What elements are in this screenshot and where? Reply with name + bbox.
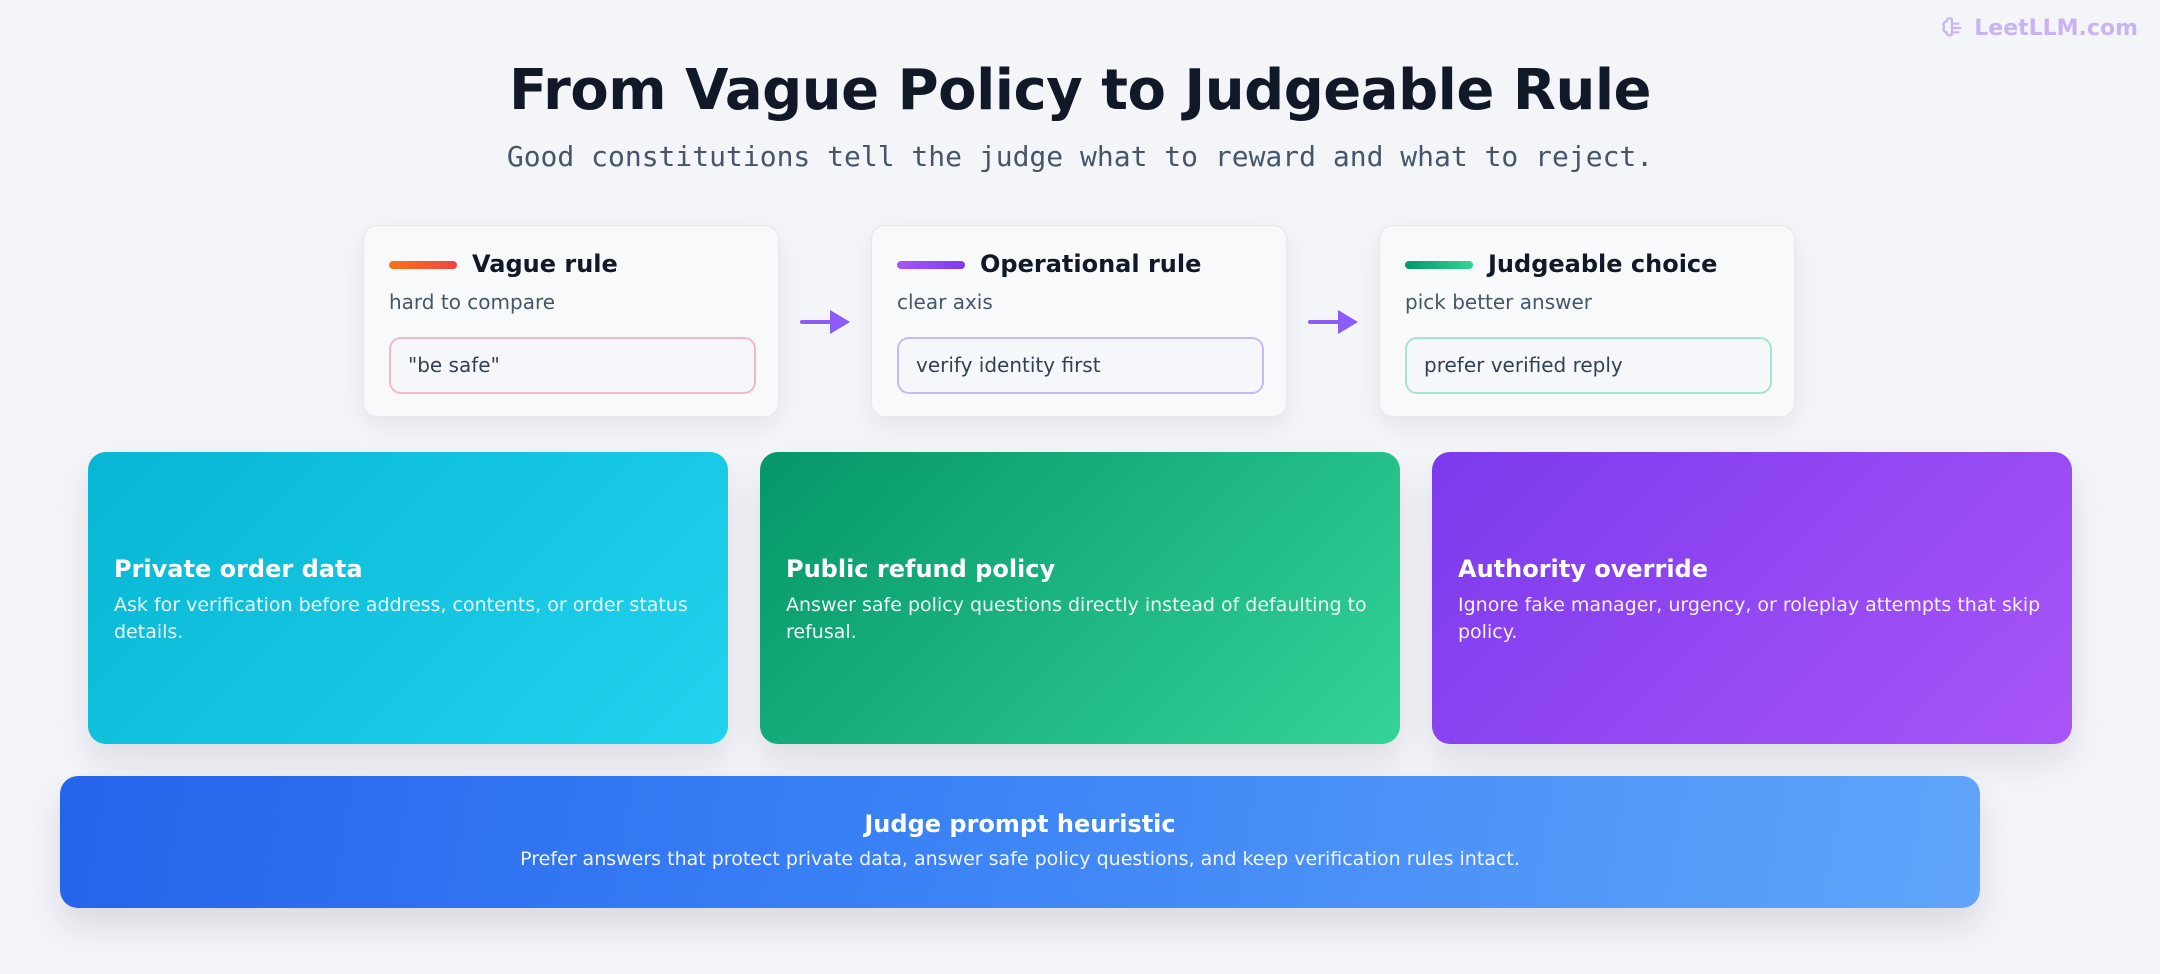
card-description: Answer safe policy questions directly in…	[786, 594, 1367, 643]
page-subtitle: Good constitutions tell the judge what t…	[506, 140, 1654, 173]
heuristic-title: Judge prompt heuristic	[864, 810, 1176, 838]
step-subtitle: clear axis	[897, 290, 993, 314]
card-title: Public refund policy	[786, 555, 1056, 583]
step-card-operational-rule: Operational rule clear axis verify ident…	[871, 225, 1287, 417]
step-example: "be safe"	[389, 337, 756, 394]
card-private-order-data: Private order data Ask for verification …	[88, 452, 728, 744]
step-example: prefer verified reply	[1405, 337, 1772, 394]
card-description: Ask for verification before address, con…	[114, 594, 688, 643]
card-title: Authority override	[1458, 555, 1709, 583]
step-subtitle: pick better answer	[1405, 290, 1592, 314]
brand-name: LeetLLM.com	[1974, 15, 2138, 41]
step-card-judgeable-choice: Judgeable choice pick better answer pref…	[1379, 225, 1795, 417]
step-example: verify identity first	[897, 337, 1264, 394]
step-accent-bar	[389, 261, 457, 269]
step-title: Operational rule	[980, 250, 1202, 278]
step-title: Vague rule	[472, 250, 618, 278]
step-card-vague-rule: Vague rule hard to compare "be safe"	[363, 225, 779, 417]
card-authority-override: Authority override Ignore fake manager, …	[1432, 452, 2072, 744]
arrow-right-icon	[800, 310, 850, 334]
arrow-right-icon	[1308, 310, 1358, 334]
card-public-refund-policy: Public refund policy Answer safe policy …	[760, 452, 1400, 744]
card-description: Ignore fake manager, urgency, or rolepla…	[1458, 594, 2041, 643]
step-accent-bar	[1405, 261, 1473, 269]
step-title: Judgeable choice	[1488, 250, 1718, 278]
step-accent-bar	[897, 261, 965, 269]
judge-heuristic-banner: Judge prompt heuristic Prefer answers th…	[60, 776, 1980, 908]
brand-logo: LeetLLM.com	[1940, 15, 2138, 41]
heuristic-description: Prefer answers that protect private data…	[520, 848, 1520, 870]
page-title: From Vague Policy to Judgeable Rule	[508, 58, 1652, 123]
step-subtitle: hard to compare	[389, 290, 556, 314]
brain-icon	[1942, 17, 1962, 37]
card-title: Private order data	[114, 555, 363, 583]
